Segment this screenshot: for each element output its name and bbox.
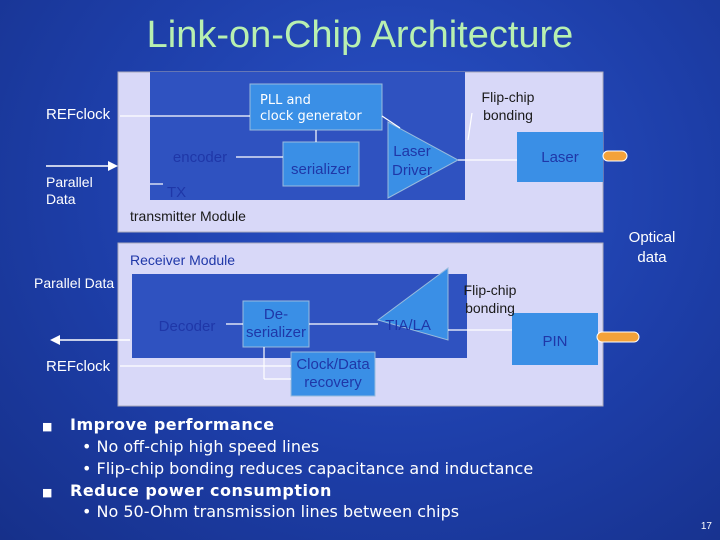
laser-driver-line1: Laser [393,143,431,160]
tx-label: TX [167,184,187,201]
tia-triangle [376,267,449,341]
tia-label: TIA/LA [385,317,431,334]
deserializer-label: De- serializer [243,306,309,342]
rx-parallel-data-label: Parallel Data [34,275,115,291]
tx-flipchip-line1: Flip-chip [481,89,535,105]
rx-flipchip-line1: Flip-chip [463,282,517,298]
tx-flipchip-label: Flip-chip bonding [448,88,568,124]
bullet-square-icon: ■ [42,486,53,499]
optical-data-line2: data [637,249,667,266]
bullet-1: Improve performance [70,415,275,434]
slide-title: Link-on-Chip Architecture [146,14,574,56]
rx-flipchip-line2: bonding [465,300,515,316]
laser-block [517,132,603,182]
optical-data-line1: Optical [628,229,676,246]
sub-bullet-1-1: • No off-chip high speed lines [82,437,320,456]
pll-label-line2: clock generator [260,109,362,124]
pll-label-line1: PLL and [260,93,311,108]
cdr-block [290,351,376,397]
cdr-line2: recovery [304,374,362,391]
laser-driver-label: Laser Driver [384,142,440,180]
sub-bullet-1-2-text: Flip-chip bonding reduces capacitance an… [96,459,534,478]
tx-flipchip-pointer [467,112,473,141]
transmitter-module-label: transmitter Module [130,208,246,224]
deserializer-block [242,300,310,348]
pin-label: PIN [542,333,568,350]
tx-parallel-data-line1: Parallel [46,174,93,190]
tx-refclock-label: REFclock [46,106,111,123]
parallel-data-out-arrow [50,335,60,345]
cdr-line1: Clock/Data [296,356,370,373]
tx-parallel-data-line2: Data [46,191,76,207]
decoder-label: Decoder [158,318,216,335]
optical-data-label: Optical data [614,228,690,268]
sub-bullet-1-1-text: No off-chip high speed lines [96,437,320,456]
receiver-module-label: Receiver Module [130,252,236,268]
sub-bullet-2-1: • No 50-Ohm transmission lines between c… [82,502,460,521]
sub-bullet-1-2: • Flip-chip bonding reduces capacitance … [82,459,534,478]
pll-to-driver-line [381,115,401,129]
rx-flipchip-label: Flip-chip bonding [448,281,532,317]
bullet-2: Reduce power consumption [70,481,332,500]
laser-label: Laser [541,149,579,166]
rx-fiber [596,331,640,343]
tx-fiber [602,150,628,162]
parallel-data-in-arrow [108,161,118,171]
laser-driver-triangle [387,121,460,199]
deserializer-line2: serializer [245,324,306,341]
rx-refclock-label: REFclock [46,358,111,375]
pin-block [512,313,598,365]
tx-parallel-data-label: Parallel Data [46,174,93,208]
tx-flipchip-line2: bonding [483,107,533,123]
serializer-block [282,141,360,187]
cdr-label: Clock/Data recovery [291,356,375,392]
pll-label: PLL and clock generator [260,93,362,125]
serializer-label: serializer [290,161,351,178]
laser-driver-line2: Driver [392,162,432,179]
sub-bullet-2-1-text: No 50-Ohm transmission lines between chi… [96,502,460,521]
page-number: 17 [700,521,712,532]
bullet-square-icon: ■ [42,420,53,433]
deserializer-line1: De- [263,306,289,323]
encoder-label: encoder [172,149,228,166]
